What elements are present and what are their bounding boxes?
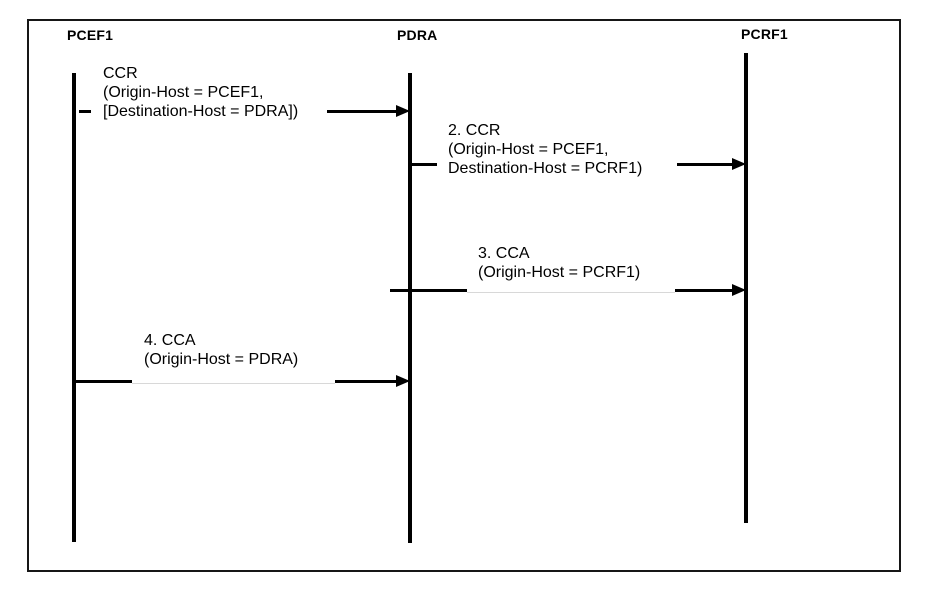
message-2-line-2: (Origin-Host = PCEF1, bbox=[448, 141, 609, 158]
message-2-start-stub bbox=[410, 163, 437, 166]
message-1-line-3: [Destination-Host = PDRA]) bbox=[103, 103, 299, 120]
message-2-label: 2. CCR (Origin-Host = PCEF1, Destination… bbox=[448, 121, 642, 178]
message-2-arrow-shaft bbox=[677, 163, 732, 166]
message-4-faint-line bbox=[132, 383, 335, 384]
message-3-line-2: (Origin-Host = PCRF1) bbox=[478, 264, 641, 281]
message-3-faint-line bbox=[467, 292, 675, 293]
message-2-line-1: 2. CCR bbox=[448, 122, 501, 139]
actor-label-pcef1: PCEF1 bbox=[67, 27, 114, 43]
message-4-line-1: 4. CCA bbox=[144, 332, 196, 349]
message-4-line-2: (Origin-Host = PDRA) bbox=[144, 351, 299, 368]
message-4-start-segment bbox=[73, 380, 132, 383]
message-1-label: CCR (Origin-Host = PCEF1, [Destination-H… bbox=[103, 64, 298, 121]
message-1-line-2: (Origin-Host = PCEF1, bbox=[103, 84, 264, 101]
actor-label-pcrf1: PCRF1 bbox=[741, 26, 788, 42]
message-2-line-3: Destination-Host = PCRF1) bbox=[448, 160, 643, 177]
message-1-arrow-shaft bbox=[327, 110, 396, 113]
message-3-label: 3. CCA (Origin-Host = PCRF1) bbox=[478, 244, 640, 282]
message-3-arrowhead-icon bbox=[732, 284, 746, 296]
message-4-arrow-shaft bbox=[335, 380, 396, 383]
actor-label-pdra: PDRA bbox=[397, 27, 438, 43]
message-2-arrowhead-icon bbox=[732, 158, 746, 170]
message-3-start-segment bbox=[390, 289, 467, 292]
message-3-arrow-shaft bbox=[675, 289, 732, 292]
message-1-line-1: CCR bbox=[103, 65, 138, 82]
diagram-frame bbox=[27, 19, 901, 572]
message-1-arrowhead-icon bbox=[396, 105, 410, 117]
message-1-start-dash bbox=[79, 110, 91, 113]
message-3-line-1: 3. CCA bbox=[478, 245, 530, 262]
message-4-label: 4. CCA (Origin-Host = PDRA) bbox=[144, 331, 298, 369]
lifeline-pcrf1 bbox=[744, 53, 748, 523]
lifeline-pcef1 bbox=[72, 73, 76, 542]
message-4-arrowhead-icon bbox=[396, 375, 410, 387]
lifeline-pdra bbox=[408, 73, 412, 543]
